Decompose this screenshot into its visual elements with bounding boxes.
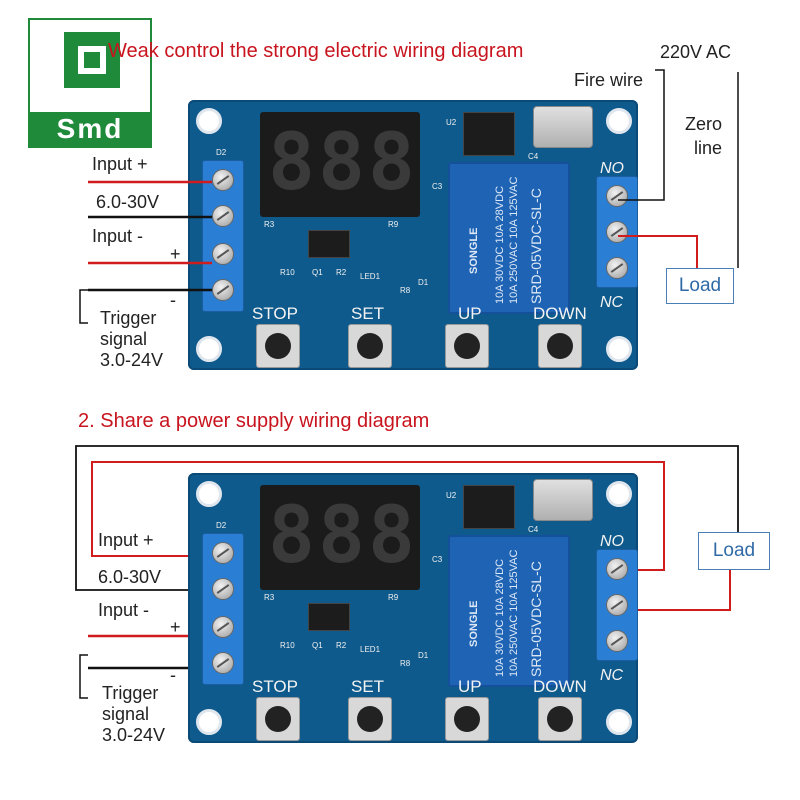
load-box-1: Load — [666, 268, 734, 304]
up-button — [445, 697, 489, 741]
down-button — [538, 697, 582, 741]
up-button — [445, 324, 489, 368]
trigger-label-2: Trigger signal 3.0-24V — [102, 683, 166, 745]
input-terminal — [202, 160, 244, 312]
relay: SRD-05VDC-SL-C 10A 250VAC 10A 125VAC 10A… — [448, 535, 570, 687]
input-plus-label: Input + — [92, 154, 148, 174]
fire-wire-label: Fire wire — [574, 70, 644, 90]
relay: SRD-05VDC-SL-C 10A 250VAC 10A 125VAC 10A… — [448, 162, 570, 314]
supply-label: 220V AC — [660, 42, 732, 62]
minus-label-2: - — [170, 665, 176, 685]
diagram1-wires — [79, 69, 739, 324]
voltage-label: 6.0-30V — [96, 192, 160, 212]
stop-button — [256, 697, 300, 741]
stop-button — [256, 324, 300, 368]
minus-label: - — [170, 290, 176, 310]
voltage-label-2: 6.0-30V — [98, 567, 162, 587]
smd-logo: Smd — [28, 18, 152, 148]
input-plus-label-2: Input + — [98, 530, 154, 550]
logo-text: Smd — [30, 112, 150, 146]
relay-terminal — [596, 176, 638, 288]
set-button — [348, 697, 392, 741]
plus-label: + — [170, 244, 181, 264]
diagram1-title: Weak control the strong electric wiring … — [108, 40, 524, 62]
input-minus-label-2: Input - — [98, 600, 150, 620]
chip-icon — [64, 32, 120, 88]
plus-label-2: + — [170, 617, 181, 637]
input-terminal — [202, 533, 244, 685]
trigger-label: Trigger signal 3.0-24V — [100, 308, 164, 370]
zero-line-label: Zero line — [685, 114, 723, 158]
micro-usb-port — [533, 106, 593, 148]
diagram2-title: 2. Share a power supply wiring diagram — [78, 410, 430, 432]
input-minus-label: Input - — [92, 226, 144, 246]
micro-usb-port — [533, 479, 593, 521]
down-button — [538, 324, 582, 368]
load-box-2: Load — [698, 532, 770, 570]
set-button — [348, 324, 392, 368]
relay-terminal — [596, 549, 638, 661]
